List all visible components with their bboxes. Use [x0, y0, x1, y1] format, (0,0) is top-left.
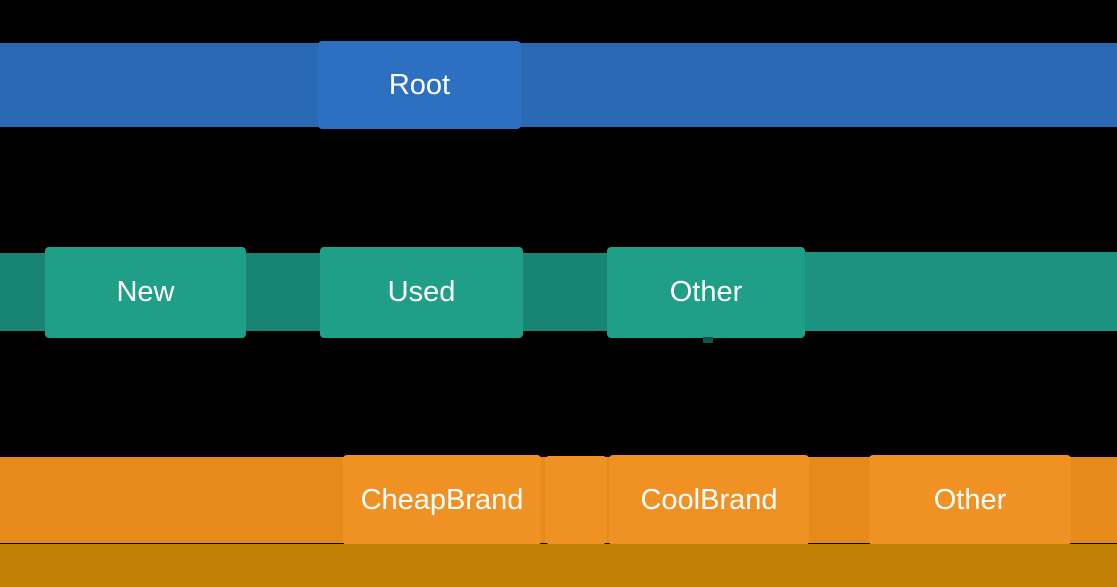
level-4-clipped-bar [0, 544, 1117, 587]
tile-used[interactable]: Used [320, 247, 523, 338]
tile-label-root: Root [388, 68, 451, 101]
tile-new[interactable]: New [45, 247, 246, 338]
tile-label-coolbrand: CoolBrand [640, 483, 778, 516]
tile-label-cheapbrand: CheapBrand [360, 483, 524, 516]
tile-other-condition[interactable]: Other [607, 247, 805, 338]
tile-label-other-brand: Other [933, 483, 1007, 516]
tile-coolbrand[interactable]: CoolBrand [609, 455, 809, 545]
tile-label-used: Used [387, 276, 456, 308]
right-unlabeled-region[interactable] [805, 252, 1117, 331]
tile-label-other-condition: Other [669, 276, 743, 308]
tile-other-brand[interactable]: Other [869, 455, 1071, 545]
tile-label-new: New [116, 276, 175, 308]
tile-cheapbrand[interactable]: CheapBrand [343, 455, 541, 545]
tile-root[interactable]: Root [318, 41, 521, 129]
tile-small-unlabeled[interactable] [545, 456, 607, 544]
connector-stub [703, 337, 713, 343]
level-1-root-bar [0, 43, 1117, 127]
